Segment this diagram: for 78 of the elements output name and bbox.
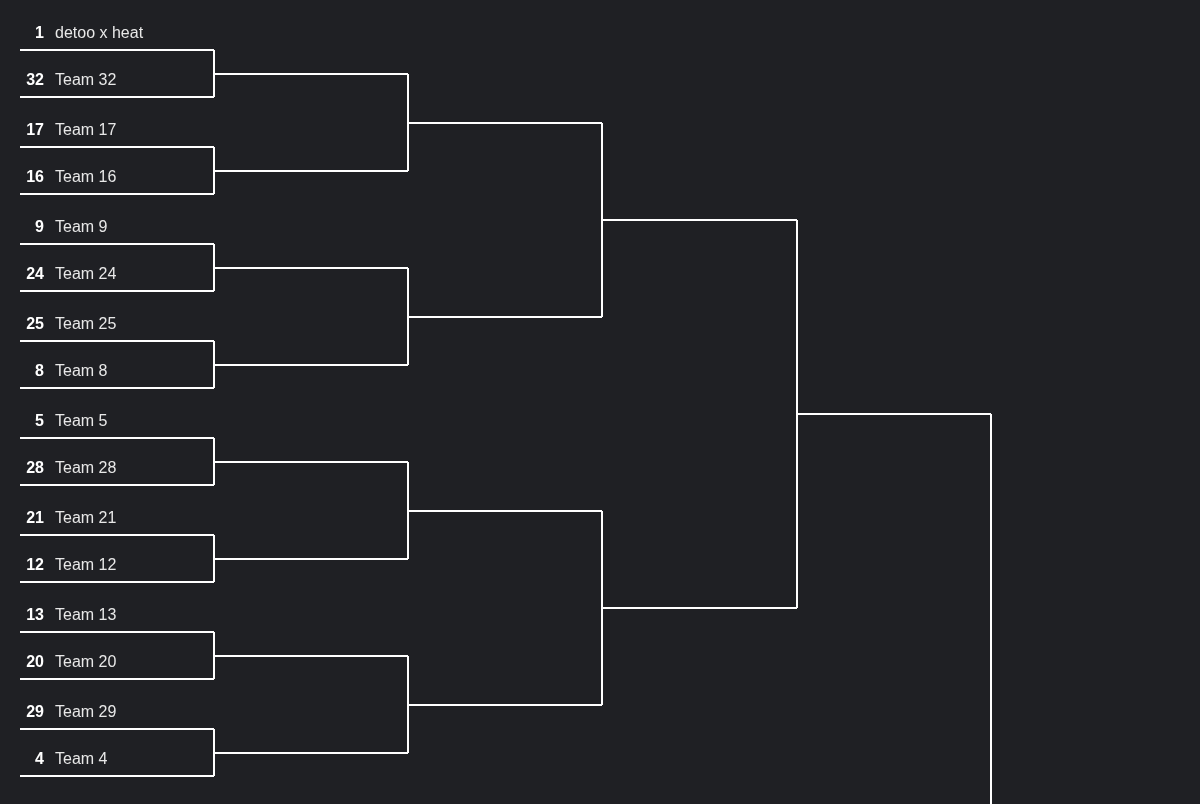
bracket-slot-line bbox=[214, 73, 408, 75]
bracket-connector bbox=[407, 655, 409, 706]
bracket-connector bbox=[213, 243, 215, 269]
team-name: Team 9 bbox=[55, 218, 108, 236]
team-name: Team 12 bbox=[55, 556, 117, 574]
bracket-connector bbox=[213, 73, 215, 98]
bracket-connector bbox=[213, 170, 215, 195]
bracket-connector bbox=[601, 122, 603, 221]
seed-number: 17 bbox=[26, 121, 44, 139]
bracket-slot-line bbox=[214, 267, 408, 269]
bracket-connector bbox=[213, 49, 215, 75]
team-name: Team 20 bbox=[55, 653, 117, 671]
team-name: Team 5 bbox=[55, 412, 108, 430]
seed-number: 24 bbox=[26, 265, 44, 283]
bracket-connector bbox=[407, 510, 409, 560]
bracket-slot-line bbox=[214, 752, 408, 754]
bracket-connector bbox=[213, 437, 215, 463]
team-name: Team 32 bbox=[55, 71, 117, 89]
team-name: Team 29 bbox=[55, 703, 117, 721]
team-name: Team 13 bbox=[55, 606, 117, 624]
bracket-connector bbox=[213, 146, 215, 172]
bracket-connector bbox=[213, 655, 215, 680]
seed-number: 20 bbox=[26, 653, 44, 671]
bracket-connector bbox=[213, 728, 215, 754]
bracket-connector bbox=[407, 461, 409, 512]
bracket-connector bbox=[213, 267, 215, 292]
seed-number: 21 bbox=[26, 509, 44, 527]
bracket-connector bbox=[407, 267, 409, 318]
seed-number: 13 bbox=[26, 606, 44, 624]
bracket-slot-line bbox=[408, 704, 602, 706]
bracket-connector bbox=[601, 607, 603, 706]
seed-number: 12 bbox=[26, 556, 44, 574]
bracket-connector bbox=[796, 219, 798, 415]
bracket-slot-line bbox=[797, 413, 991, 415]
bracket-connector bbox=[601, 510, 603, 609]
bracket-connector bbox=[213, 631, 215, 657]
bracket-slot-line bbox=[214, 364, 408, 366]
bracket-connector bbox=[213, 461, 215, 486]
bracket-connector bbox=[213, 364, 215, 389]
team-name: Team 25 bbox=[55, 315, 117, 333]
bracket-connector bbox=[213, 340, 215, 366]
team-name: Team 24 bbox=[55, 265, 117, 283]
seed-number: 16 bbox=[26, 168, 44, 186]
bracket-slot-line bbox=[408, 510, 602, 512]
bracket-slot-line bbox=[214, 461, 408, 463]
bracket-connector bbox=[407, 122, 409, 172]
bracket-connector bbox=[213, 752, 215, 777]
bracket-connector bbox=[407, 316, 409, 366]
team-name: Team 17 bbox=[55, 121, 117, 139]
seed-number: 32 bbox=[26, 71, 44, 89]
bracket-connector bbox=[796, 413, 798, 609]
seed-number: 5 bbox=[35, 412, 44, 430]
bracket-slot-line bbox=[214, 558, 408, 560]
seed-number: 28 bbox=[26, 459, 44, 477]
bracket-connector bbox=[213, 558, 215, 583]
seed-number: 9 bbox=[35, 218, 44, 236]
bracket-connector bbox=[407, 704, 409, 754]
team-name: Team 16 bbox=[55, 168, 117, 186]
team-name: detoo x heat bbox=[55, 24, 144, 42]
team-name: Team 21 bbox=[55, 509, 117, 527]
bracket-slot-line bbox=[408, 316, 602, 318]
bracket-connector bbox=[601, 219, 603, 318]
seed-number: 29 bbox=[26, 703, 44, 721]
seed-number: 25 bbox=[26, 315, 44, 333]
team-name: Team 28 bbox=[55, 459, 117, 477]
bracket-connector bbox=[990, 413, 992, 804]
bracket-connector bbox=[213, 534, 215, 560]
bracket-slot-line bbox=[408, 122, 602, 124]
seed-number: 1 bbox=[35, 24, 44, 42]
team-name: Team 8 bbox=[55, 362, 108, 380]
bracket-slot-line bbox=[602, 219, 797, 221]
bracket-slot-line bbox=[214, 170, 408, 172]
bracket-slot-line bbox=[214, 655, 408, 657]
seed-number: 8 bbox=[35, 362, 44, 380]
bracket-connector bbox=[407, 73, 409, 124]
bracket-slot-line bbox=[602, 607, 797, 609]
seed-number: 4 bbox=[35, 750, 44, 768]
team-name: Team 4 bbox=[55, 750, 108, 768]
